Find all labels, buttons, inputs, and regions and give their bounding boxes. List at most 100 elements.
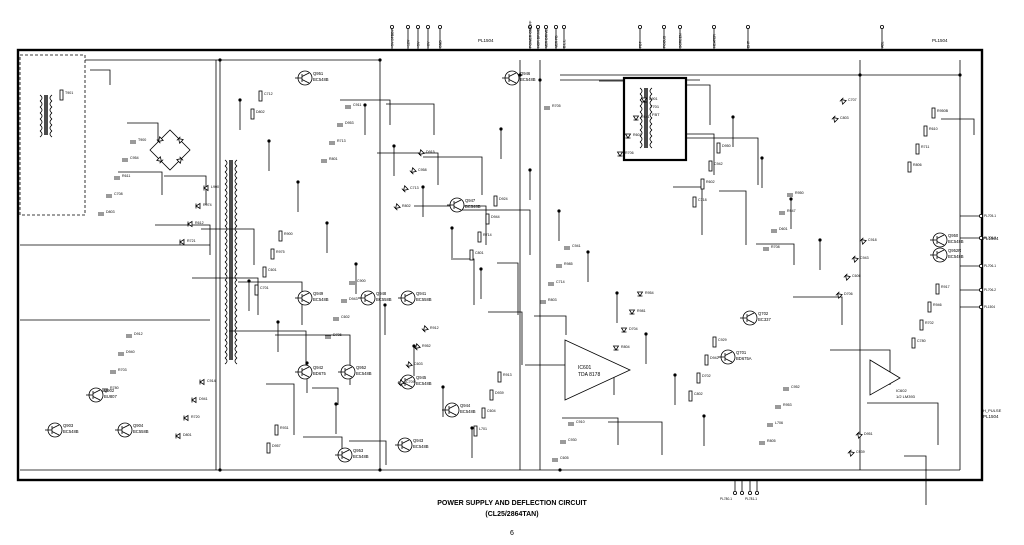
- part-ref: D950: [722, 144, 731, 148]
- winding: [224, 333, 228, 341]
- output-terminal: [979, 263, 984, 268]
- transistor-emitter: [341, 456, 350, 461]
- part-ref: R801: [329, 157, 338, 161]
- resistor-d957: [266, 442, 271, 454]
- transistor-emitter: [936, 256, 945, 261]
- wire: [488, 311, 523, 365]
- diode-c939: [847, 449, 855, 457]
- input-label: POWER ON/OFF: [529, 21, 533, 48]
- transistor-emitter: [301, 373, 310, 378]
- junction: [644, 332, 648, 336]
- transistor-ref: Q947: [465, 198, 476, 203]
- winding: [224, 243, 228, 251]
- winding: [234, 183, 238, 191]
- transistor-emitter: [746, 319, 755, 324]
- part-ref: R950: [795, 191, 804, 195]
- switching-transformer: [224, 159, 238, 365]
- winding: [234, 339, 238, 347]
- diagram-subtitle: (CL25/2864TAN): [485, 511, 539, 518]
- wire: [719, 190, 747, 245]
- resistor-d942: [704, 354, 709, 366]
- winding: [234, 225, 238, 233]
- part-ref: C603: [414, 362, 423, 366]
- part-ref: R780: [110, 386, 119, 390]
- part-ref: R803: [548, 298, 557, 302]
- diode-body: [628, 309, 636, 315]
- bottom-terminal: [748, 490, 753, 495]
- winding: [49, 106, 53, 114]
- part-ref: L706: [775, 421, 783, 425]
- diode: [156, 156, 164, 164]
- diode-c713: [401, 185, 409, 193]
- junction: [958, 73, 962, 77]
- resistor-c942: [708, 160, 713, 172]
- junction: [538, 78, 542, 82]
- input-terminal: [528, 24, 533, 29]
- winding: [234, 207, 238, 215]
- junction: [557, 209, 561, 213]
- diode-c606: [843, 273, 851, 281]
- winding: [639, 111, 643, 119]
- junction: [421, 185, 425, 189]
- part-ref: L900: [211, 185, 219, 189]
- transistor-collector: [301, 292, 310, 297]
- part-ref: C930: [568, 438, 577, 442]
- transistor-emitter: [301, 299, 310, 304]
- part-ref: R950B: [937, 109, 949, 113]
- transistor-collector: [344, 366, 353, 371]
- part-ref: C605: [560, 456, 569, 460]
- junction: [731, 115, 735, 119]
- input-label: SCREEN: [679, 33, 683, 48]
- input-terminal: [536, 24, 541, 29]
- winding: [234, 165, 238, 173]
- connector-label: PL705-2: [984, 236, 996, 240]
- connector-label: PL781-1: [745, 497, 757, 501]
- wire: [451, 258, 475, 305]
- winding: [649, 111, 653, 119]
- part-ref: C929: [718, 338, 727, 342]
- diode-body: [411, 167, 417, 173]
- part-ref: D951: [864, 432, 873, 436]
- part-ref: C602: [341, 315, 350, 319]
- part-ref: L701: [479, 427, 487, 431]
- diode-bar: [176, 136, 181, 141]
- wire: [904, 455, 927, 505]
- diode-bar: [855, 431, 860, 436]
- resistor-c780: [911, 337, 916, 349]
- transistor-emitter: [121, 431, 130, 436]
- input-terminal: [746, 24, 751, 29]
- winding: [234, 315, 238, 323]
- wire: [756, 243, 795, 265]
- winding: [234, 279, 238, 287]
- transistor-collector: [401, 439, 410, 444]
- part-ref: R706: [625, 151, 634, 155]
- winding: [224, 237, 228, 245]
- part-ref: C941: [572, 244, 581, 248]
- winding: [639, 105, 643, 113]
- part-ref: C911: [353, 103, 361, 107]
- input-terminal: [554, 24, 559, 29]
- diode-d951: [855, 431, 863, 439]
- transistor-ref: Q952R: [948, 248, 961, 253]
- winding: [224, 291, 228, 299]
- board-outline: [16, 48, 984, 482]
- part-ref: R981: [637, 309, 646, 313]
- part-ref: D915: [426, 150, 435, 154]
- diode-body: [191, 396, 197, 404]
- ic601-part: TDA 8178: [578, 372, 600, 378]
- transistor-ref: Q702: [758, 311, 769, 316]
- diode-r601: [624, 133, 632, 139]
- winding: [234, 237, 238, 245]
- transistor-collector: [508, 72, 517, 77]
- winding: [639, 87, 643, 95]
- transistor-collector: [724, 351, 733, 356]
- junction: [528, 168, 532, 172]
- part-ref: C718: [698, 198, 707, 202]
- transistor-part: BC548B: [313, 297, 329, 302]
- wire: [127, 122, 159, 145]
- mains-section: [19, 54, 86, 216]
- diode-body: [833, 117, 839, 123]
- diode-bar: [179, 156, 184, 161]
- junction: [296, 180, 300, 184]
- diode-body: [636, 291, 644, 297]
